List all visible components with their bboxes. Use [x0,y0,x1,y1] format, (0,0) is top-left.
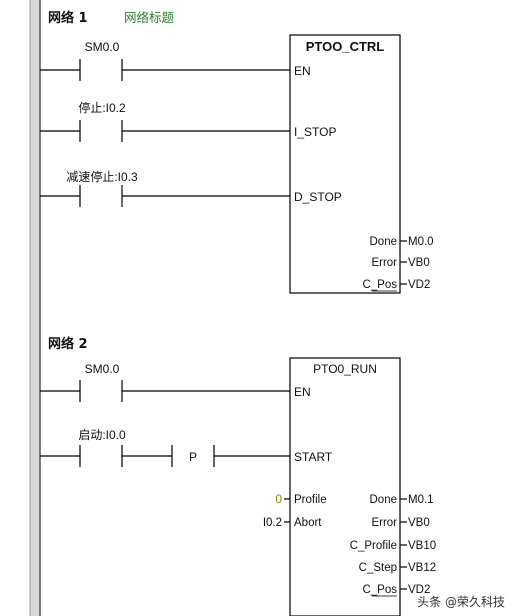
network-2-label: 网络 2 [48,336,88,352]
contact-label: SM0.0 [85,362,120,376]
pin-profile: Profile [294,494,327,506]
network-2-rung-2: 启动:I0.0 P [40,428,290,467]
pin-error: Error [371,517,397,529]
network-1-outputs: M0.0 VB0 VD2 [400,236,434,291]
contact-label: SM0.0 [85,40,120,54]
output-operand[interactable]: M0.1 [408,494,434,506]
pin-c-step: C_Step [359,562,397,574]
network-1-rung-2: 停止:I0.2 [40,100,290,142]
network-2-param-inputs: 0 I0.2 [263,492,290,529]
output-operand[interactable]: VD2 [408,584,430,596]
output-operand[interactable]: VB0 [408,517,430,529]
network-2-rung-1: SM0.0 [40,362,290,402]
power-rail [29,0,41,616]
normally-open-contact[interactable] [79,59,123,81]
output-operand[interactable]: VB10 [408,540,436,552]
function-block-ptoo-ctrl[interactable]: PTOO_CTRL EN I_STOP D_STOP Done Error C_… [289,34,401,294]
output-operand[interactable]: M0.0 [408,236,434,248]
contact-label: 启动:I0.0 [78,428,126,442]
pin-done: Done [370,494,398,506]
network-2-outputs: M0.1 VB0 VB10 VB12 VD2 [400,494,436,596]
positive-edge-contact[interactable]: P [171,445,215,467]
block-title: PTO0_RUN [313,362,377,376]
normally-open-contact[interactable] [79,445,123,467]
pin-abort: Abort [294,517,322,529]
pin-en: EN [294,385,311,399]
network-1-title[interactable]: 网络标题 [124,10,175,25]
pin-error: Error [371,257,397,269]
pin-c-pos: C_Pos [362,584,397,596]
normally-open-contact[interactable] [79,380,123,402]
pin-d-stop: D_STOP [294,190,342,204]
output-operand[interactable]: VB12 [408,562,436,574]
network-1-rung-3: 减速停止:I0.3 [40,169,290,207]
normally-open-contact[interactable] [79,120,123,142]
output-operand[interactable]: VB0 [408,257,430,269]
edge-detector-label: P [189,450,197,464]
pin-en: EN [294,64,311,78]
input-operand[interactable]: I0.2 [263,517,282,529]
normally-open-contact[interactable] [79,185,123,207]
pin-start: START [294,450,333,464]
watermark-text: 头条 @荣久科技 [417,595,505,609]
block-title: PTOO_CTRL [306,39,385,54]
network-1-rung-1: SM0.0 [40,40,290,81]
contact-label: 停止:I0.2 [78,100,126,115]
function-block-pto0-run[interactable]: PTO0_RUN EN START Profile Abort Done Err… [289,357,401,616]
pin-c-profile: C_Profile [350,540,397,552]
pin-c-pos: C_Pos [362,279,397,291]
pin-done: Done [370,236,398,248]
output-operand[interactable]: VD2 [408,279,430,291]
input-constant[interactable]: 0 [275,492,282,506]
pin-i-stop: I_STOP [294,125,336,139]
network-1-label: 网络 1 [48,10,88,26]
contact-label: 减速停止:I0.3 [66,169,138,184]
